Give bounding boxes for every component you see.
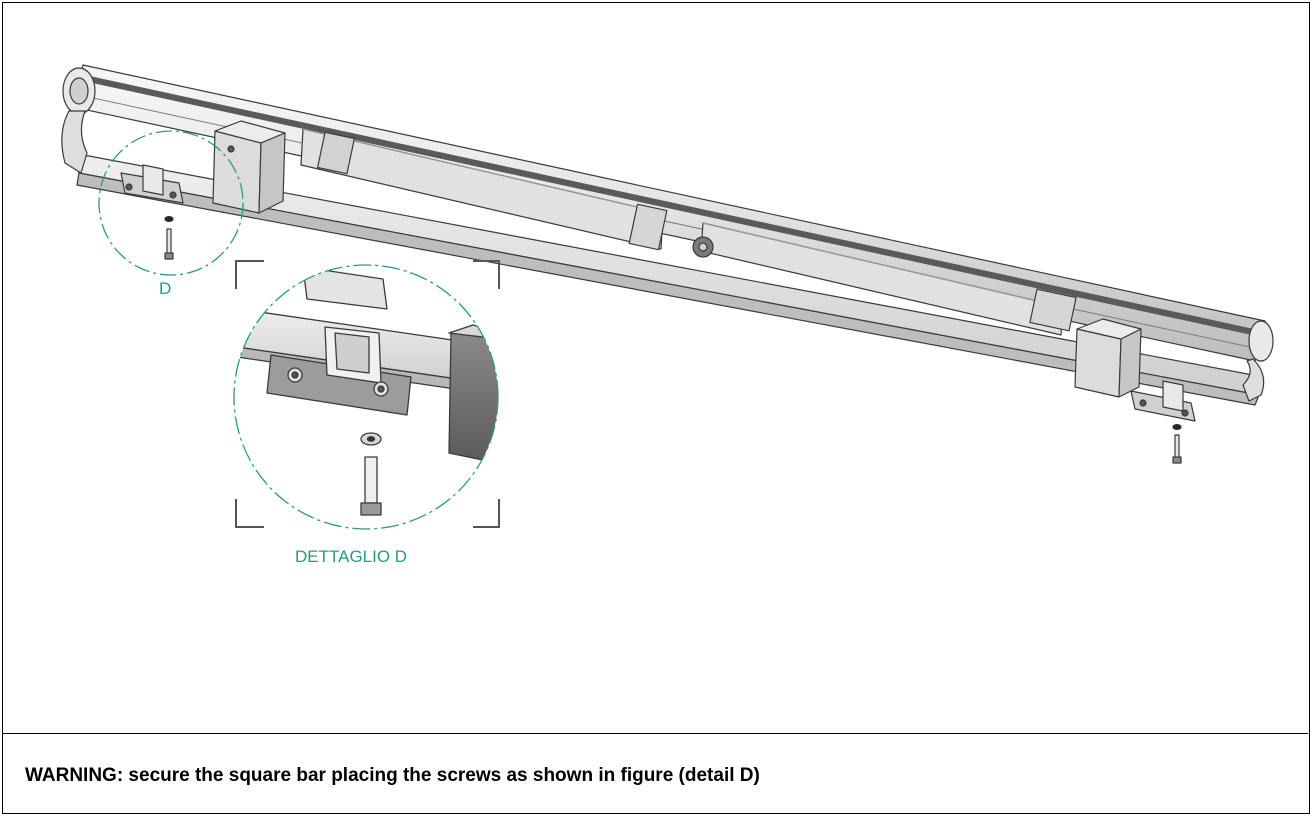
- profile-groove: [83, 75, 1263, 337]
- left-mounting-plate: [120, 164, 184, 204]
- caption-cell: WARNING: secure the square bar placing t…: [3, 733, 1308, 812]
- detail-circle: [233, 264, 499, 530]
- callout-label-d: D: [159, 279, 172, 298]
- left-end-cap: [61, 67, 96, 174]
- left-screw: [164, 215, 174, 260]
- square-bar-bottom: [76, 172, 1260, 406]
- right-screw: [1172, 423, 1182, 464]
- detail-label: DETTAGLIO D: [295, 547, 408, 566]
- right-mounting-plate: [1130, 380, 1196, 422]
- right-end-cap: [1242, 320, 1274, 402]
- callout-circle-d: [98, 130, 244, 276]
- right-support-bracket: [1074, 318, 1142, 398]
- warning-caption: WARNING: secure the square bar placing t…: [25, 765, 760, 786]
- left-support-bracket: [212, 120, 286, 214]
- detail-view: [233, 260, 500, 530]
- technical-drawing: [61, 64, 1274, 530]
- figure-cell: D DETTAGLIO D: [3, 3, 1308, 733]
- detail-frame-corners: [235, 260, 500, 528]
- main-assembly: [61, 64, 1274, 464]
